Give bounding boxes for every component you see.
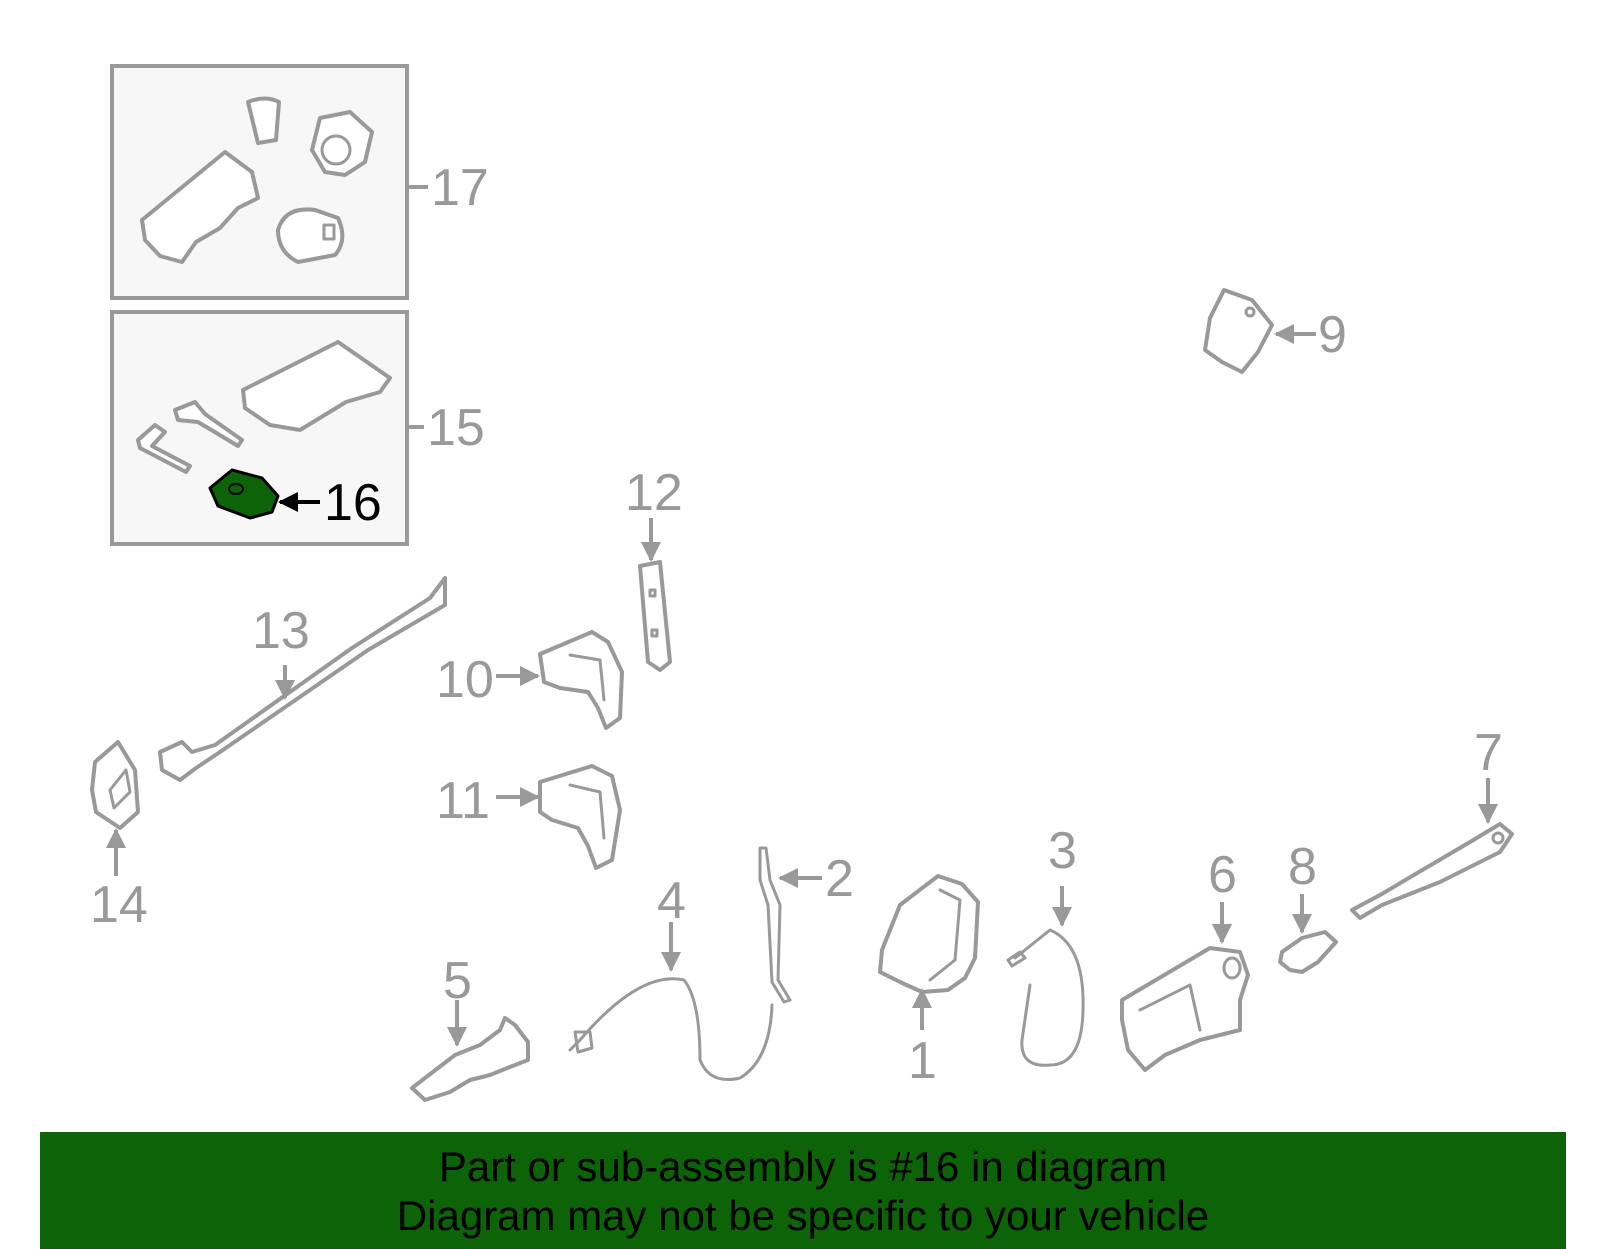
part-7-outer-handle[interactable]: 7: [1350, 724, 1514, 920]
part-3-cable[interactable]: 3: [1006, 822, 1085, 1067]
part-6-actuator[interactable]: 6: [1120, 846, 1250, 1072]
part-9-striker[interactable]: 9: [1203, 288, 1347, 374]
callout-2: 2: [825, 850, 854, 908]
part-12-plate[interactable]: 12: [625, 464, 683, 672]
callout-15: 15: [427, 399, 485, 457]
part-2-rod[interactable]: 2: [758, 846, 854, 1004]
callout-16: 16: [324, 474, 382, 532]
callout-11: 11: [436, 772, 490, 830]
callout-3: 3: [1048, 822, 1077, 880]
callout-9: 9: [1318, 306, 1347, 364]
callout-17: 17: [431, 159, 489, 217]
callout-4: 4: [657, 872, 686, 930]
callout-8: 8: [1288, 838, 1317, 896]
callout-12: 12: [625, 464, 683, 522]
part-4-cable[interactable]: 4: [568, 872, 774, 1081]
callout-1: 1: [908, 1032, 937, 1090]
callout-6: 6: [1208, 846, 1237, 904]
part-15-key-set[interactable]: 15: [110, 310, 485, 546]
part-5-handle-bracket[interactable]: 5: [410, 952, 530, 1102]
banner-line-1: Part or sub-assembly is #16 in diagram: [438, 1143, 1168, 1190]
part-13-rod[interactable]: 13: [158, 576, 447, 782]
callout-7: 7: [1474, 724, 1503, 782]
part-16-key-fob[interactable]: 16: [208, 468, 382, 532]
info-banner: Part or sub-assembly is #16 in diagram D…: [40, 1132, 1566, 1249]
callout-5: 5: [443, 952, 472, 1010]
part-14-bracket[interactable]: 14: [90, 740, 148, 934]
part-17-lock-cylinder-set[interactable]: 17: [110, 64, 489, 300]
banner-line-2: Diagram may not be specific to your vehi…: [396, 1192, 1210, 1239]
part-11-lock-bracket[interactable]: 11: [436, 764, 622, 870]
callout-13: 13: [252, 602, 310, 660]
part-1-door-latch[interactable]: 1: [878, 874, 980, 1090]
part-10-lock-bracket[interactable]: 10: [436, 630, 624, 730]
callout-14: 14: [90, 876, 148, 934]
part-8-cap[interactable]: 8: [1278, 838, 1338, 974]
callout-10: 10: [436, 651, 494, 709]
